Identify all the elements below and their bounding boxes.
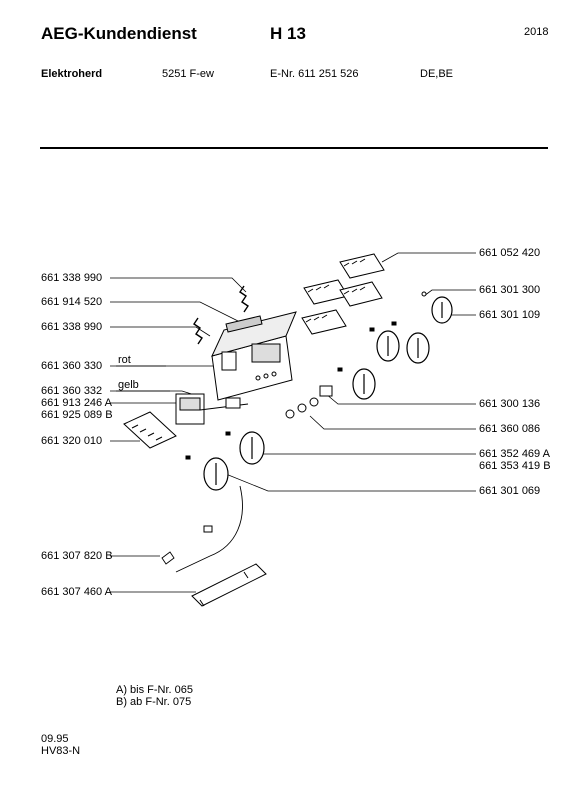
wire-label-gelb: gelb xyxy=(118,379,139,391)
product-region: DE,BE xyxy=(420,68,454,80)
model-title: H 13 xyxy=(270,24,306,43)
part-number: 661 320 010 xyxy=(41,435,103,447)
header-rule xyxy=(40,147,548,149)
part-number: 661 052 420 xyxy=(479,247,541,259)
footer-code: HV83-N xyxy=(41,745,81,757)
part-number: 661 913 246 A xyxy=(41,397,112,409)
part-number: 661 353 419 B xyxy=(479,460,551,472)
part-number: 661 360 330 xyxy=(41,360,103,372)
part-number: 661 300 136 xyxy=(479,398,541,410)
part-number: 661 301 109 xyxy=(479,309,541,321)
footnote: A) bis F-Nr. 065 xyxy=(116,684,194,696)
part-number: 661 925 089 B xyxy=(41,409,113,421)
part-number: 661 301 300 xyxy=(479,284,541,296)
year-label: 2018 xyxy=(524,26,549,38)
part-number: 661 352 469 A xyxy=(479,448,550,460)
product-name: Elektroherd xyxy=(41,68,103,80)
product-type: 5251 F-ew xyxy=(162,68,214,80)
product-enr: E-Nr. 611 251 526 xyxy=(270,68,359,80)
part-number: 661 301 069 xyxy=(479,485,541,497)
footnote: B) ab F-Nr. 075 xyxy=(116,696,192,708)
brand-title: AEG-Kundendienst xyxy=(41,24,197,43)
footer-date: 09.95 xyxy=(41,733,69,745)
part-number: 661 307 460 A xyxy=(41,586,112,598)
part-number: 661 338 990 xyxy=(41,272,103,284)
part-number: 661 914 520 xyxy=(41,296,103,308)
part-number: 661 360 332 xyxy=(41,385,103,397)
part-number: 661 307 820 B xyxy=(41,550,113,562)
wire-label-rot: rot xyxy=(118,354,131,366)
part-number: 661 338 990 xyxy=(41,321,103,333)
part-number: 661 360 086 xyxy=(479,423,541,435)
